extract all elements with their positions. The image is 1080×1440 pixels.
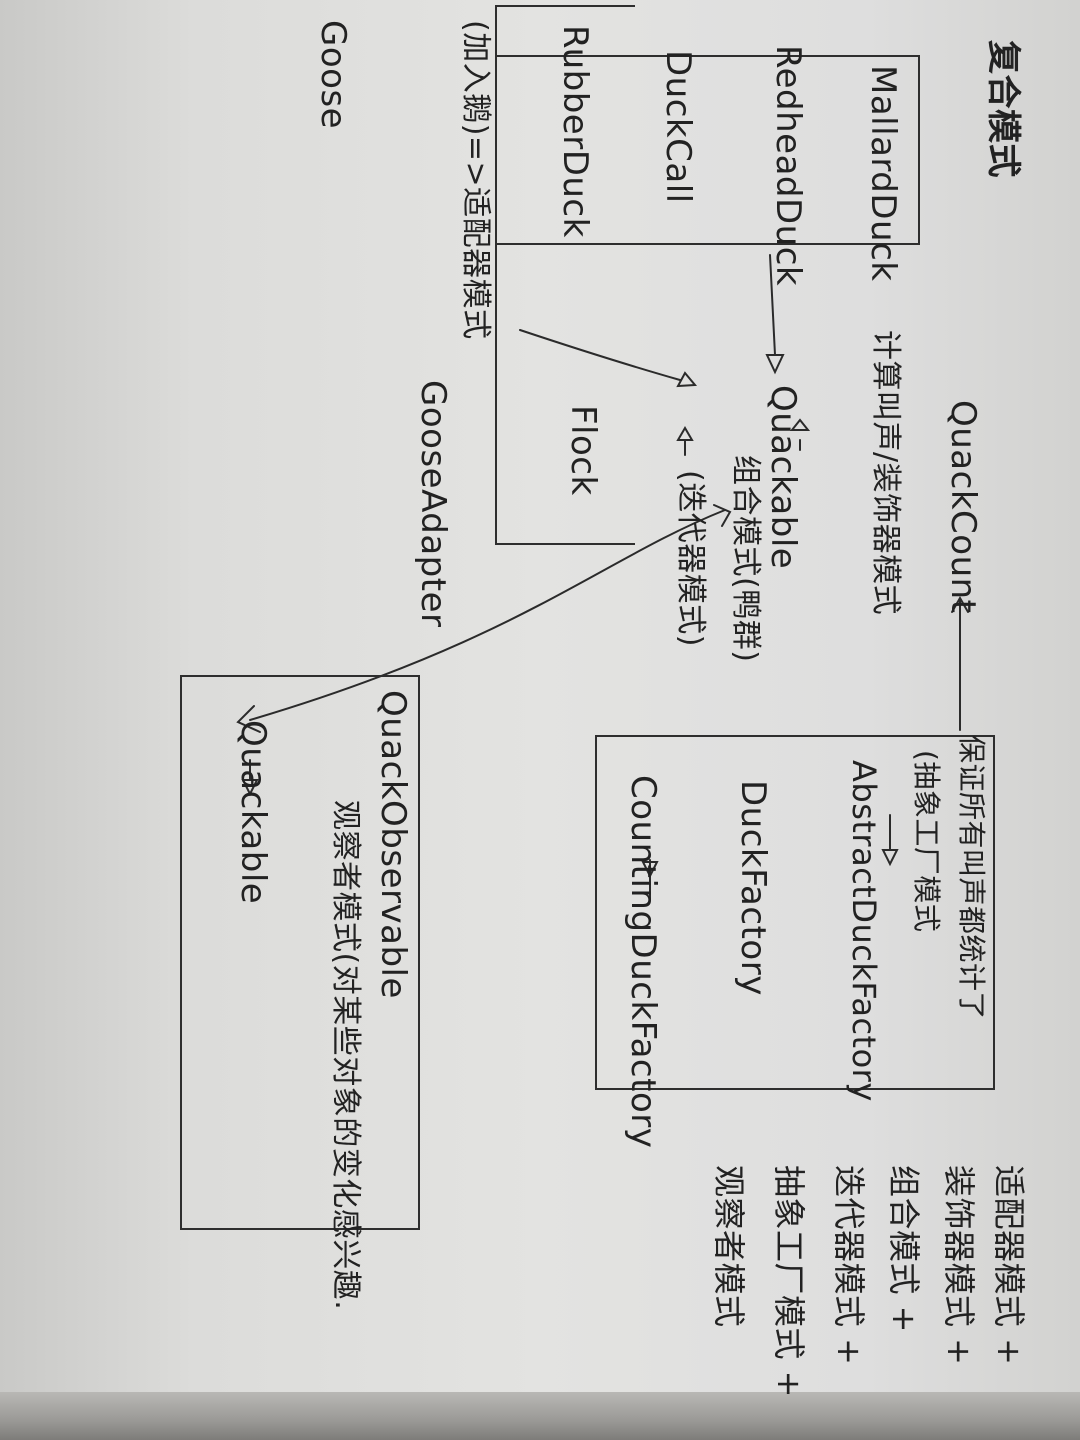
inherit-line-top-to-quackable [769, 254, 776, 356]
observer-note-label: 观察者模式(对某些对象的变化感兴趣. [328, 800, 363, 1311]
rubber-duck-label: RubberDuck [555, 25, 595, 238]
summary-item-adapter: 适配器模式 + [990, 1165, 1028, 1366]
goose-note-label: (加入鹅)=>适配器模式 [458, 20, 493, 340]
factory-inherit-arrow-2 [641, 861, 659, 879]
summary-item-decorator: 装饰器模式 + [940, 1165, 978, 1366]
mallard-duck-label: MallardDuck [863, 65, 903, 282]
summary-item-observer: 观察者模式 [710, 1165, 748, 1328]
decorator-note-label: 计算叫声/装饰器模式 [868, 330, 903, 616]
observer-inherit-arrow [241, 779, 259, 797]
quack-observable-label: QuackObservable [373, 690, 413, 999]
inherit-line-rubber-to-quackable [519, 329, 681, 381]
quack-count-label: QuackCount [943, 400, 983, 614]
counting-duck-factory-label: CountingDuckFactory [623, 775, 663, 1149]
count-reference-arrow [951, 595, 969, 613]
flock-arrow [676, 426, 694, 441]
duck-factory-label: DuckFactory [733, 780, 773, 996]
decorator-arrow [789, 418, 811, 431]
composite-to-observer-arrowhead [236, 705, 261, 733]
summary-item-abstract-factory: 抽象工厂模式 + [770, 1165, 808, 1398]
summary-item-composite: 组合模式 + [885, 1165, 923, 1333]
abstract-duck-factory-label: AbstractDuckFactory [845, 760, 883, 1102]
factory-note-label-1: 保证所有叫声都统计了 [955, 735, 988, 1021]
goose-label: Goose [313, 20, 353, 130]
observer-quackable-label: Quackable [233, 720, 273, 905]
flock-label: Flock [563, 405, 603, 496]
paper-stack-edge [0, 1392, 1080, 1440]
summary-item-iterator: 迭代器模式 + [830, 1165, 868, 1366]
composite-note-label-2: (迭代器模式) [673, 470, 708, 647]
factory-inherit-arrow-1 [881, 849, 899, 867]
factory-note-label-2: (抽象工厂模式 [910, 750, 943, 933]
inherit-arrow-quackable [765, 354, 785, 375]
goose-adapter-label: GooseAdapter [413, 380, 453, 628]
redhead-duck-label: RedheadDuck [768, 45, 808, 287]
composite-top-arrowhead [713, 504, 732, 527]
quackable-label: Quackable [763, 385, 803, 570]
duck-call-label: DuckCall [658, 50, 698, 204]
composite-to-observer-curve [249, 509, 726, 721]
inherit-arrow-quackable-2 [676, 371, 698, 388]
composite-note-label-1: 组合模式(鸭群) [728, 455, 763, 663]
diagram-title: 复合模式 [983, 40, 1023, 178]
